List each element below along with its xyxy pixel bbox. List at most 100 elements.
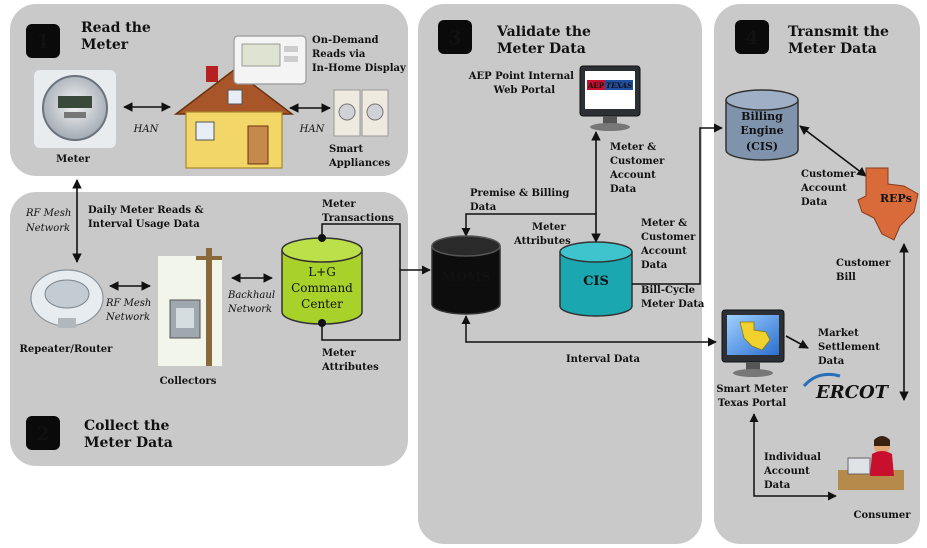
bill-cycle-label-line2: Meter Data: [641, 299, 705, 310]
lg-command-center-cylinder: [281, 237, 363, 325]
aep-texas-logo-text: TEXAS: [606, 81, 632, 90]
badge-4-number: 4: [745, 27, 758, 49]
mc-label-line4: Data: [610, 184, 637, 195]
aep-portal-label-line2: Web Portal: [493, 85, 556, 96]
reps-label: REPs: [880, 192, 912, 205]
aep-logo-text: AEP: [587, 81, 605, 90]
mdms-label: MDMS: [441, 270, 490, 285]
smt-label-line1: Smart Meter: [716, 384, 788, 395]
aep-portal-monitor-icon: AEP TEXAS: [579, 65, 641, 131]
ondemand-label-line3: In-Home Display: [312, 63, 407, 74]
meter-attributes-label-line1: Meter: [322, 348, 356, 359]
arrow-premise-billing: [461, 213, 596, 237]
in-home-display-icon: [233, 35, 307, 85]
market-settlement-label-line3: Data: [818, 356, 845, 367]
customer-bill-label-line2: Bill: [836, 272, 856, 283]
badge-2: 2: [26, 416, 60, 450]
panel-1-title-line2: Meter: [81, 37, 129, 53]
meter-transactions-label-line1: Meter: [322, 199, 356, 210]
cis-cylinder: [559, 241, 633, 317]
smart-appliances-icon: [333, 89, 389, 137]
premise-billing-label-line2: Data: [470, 202, 497, 213]
market-settlement-label-line1: Market: [818, 328, 859, 339]
lg-label-line2: Command: [291, 281, 353, 295]
collectors-label: Collectors: [160, 376, 217, 387]
reps-texas-icon: [857, 167, 919, 241]
lg-label-line1: L+G: [308, 265, 336, 279]
mc2-label-line4: Data: [641, 260, 668, 271]
rf-mesh-label-line1: RF Mesh: [25, 208, 71, 219]
cis-meter-attributes-label-line2: Attributes: [513, 236, 571, 247]
daily-reads-label-line2: Interval Usage Data: [88, 219, 200, 230]
smart-appliances-label-line2: Appliances: [328, 158, 391, 169]
meter-attributes-label-line2: Attributes: [321, 362, 379, 373]
rf-mesh-label-line2: Network: [25, 223, 70, 234]
mc2-label-line1: Meter &: [641, 218, 687, 229]
mc2-label-line3: Account: [640, 246, 687, 257]
lg-label-line3: Center: [301, 297, 343, 311]
badge-2-number: 2: [36, 423, 49, 445]
consumer-label: Consumer: [853, 510, 911, 521]
smart-meter-texas-monitor-icon: [721, 309, 785, 377]
smart-appliances-label-line1: Smart: [329, 144, 364, 155]
arrow-billing-reps: [799, 125, 867, 177]
han-label-left: HAN: [133, 124, 160, 135]
individual-account-label-line1: Individual: [764, 452, 821, 463]
house-icon: [173, 66, 295, 169]
arrow-cis-billing: [632, 123, 723, 285]
meter-transactions-label-line2: Transactions: [322, 213, 394, 224]
panel-3-title-line2: Meter Data: [497, 41, 586, 57]
panel-2-title-line1: Collect the: [84, 418, 170, 434]
badge-1-number: 1: [36, 31, 49, 53]
badge-4: 4: [735, 20, 769, 54]
badge-3: 3: [438, 20, 472, 54]
repeater-router-icon: [30, 269, 104, 328]
customer-account-label-line2: Account: [800, 183, 847, 194]
customer-account-label-line1: Customer: [801, 169, 856, 180]
electric-meter-icon: [34, 70, 116, 148]
ercot-logo: ERCOT: [802, 372, 890, 403]
collector-pole-icon: [158, 248, 222, 366]
customer-bill-label-line1: Customer: [836, 258, 891, 269]
aep-portal-label-line1: AEP Point Internal: [468, 71, 574, 82]
ercot-logo-text: ERCOT: [815, 382, 890, 403]
meter-label: Meter: [56, 154, 90, 165]
rf-mesh-2-label-line2: Network: [105, 312, 150, 323]
mc-label-line1: Meter &: [610, 142, 656, 153]
panel-2-title-line2: Meter Data: [84, 435, 173, 451]
mc2-label-line2: Customer: [641, 232, 696, 243]
cis-label: CIS: [583, 274, 609, 289]
smt-label-line2: Texas Portal: [718, 398, 786, 409]
market-settlement-label-line2: Settlement: [818, 342, 880, 353]
bill-cycle-label-line1: Bill-Cycle: [641, 285, 695, 296]
individual-account-label-line2: Account: [763, 466, 810, 477]
arrow-interval-data: [461, 315, 717, 347]
billing-label-line3: (CIS): [746, 140, 778, 153]
line-meter-transactions: [321, 223, 431, 275]
panel-4-title-line2: Meter Data: [788, 41, 877, 57]
backhaul-label-line1: Backhaul: [227, 290, 275, 301]
mdms-cylinder: [431, 235, 501, 315]
individual-account-label-line3: Data: [764, 480, 791, 491]
rf-mesh-2-label-line1: RF Mesh: [105, 298, 151, 309]
cis-meter-attributes-label-line1: Meter: [532, 222, 566, 233]
line-meter-attributes: [321, 270, 401, 341]
arrow-individual-account: [749, 413, 837, 501]
interval-data-label: Interval Data: [566, 354, 641, 365]
billing-label-line1: Billing: [741, 110, 783, 123]
billing-label-line2: Engine: [740, 124, 783, 137]
panel-3-title-line1: Validate the: [496, 24, 591, 40]
badge-1: 1: [26, 24, 60, 58]
daily-reads-label-line1: Daily Meter Reads &: [88, 205, 204, 216]
arrow-smt-market: [785, 335, 809, 349]
panel-4-title-line1: Transmit the: [788, 24, 889, 40]
billing-engine-cylinder: [725, 89, 799, 161]
badge-3-number: 3: [448, 27, 461, 49]
repeater-label: Repeater/Router: [20, 344, 114, 355]
han-label-right: HAN: [299, 124, 326, 135]
consumer-icon: [838, 436, 904, 490]
mc-label-line3: Account: [609, 170, 656, 181]
backhaul-label-line2: Network: [227, 304, 272, 315]
